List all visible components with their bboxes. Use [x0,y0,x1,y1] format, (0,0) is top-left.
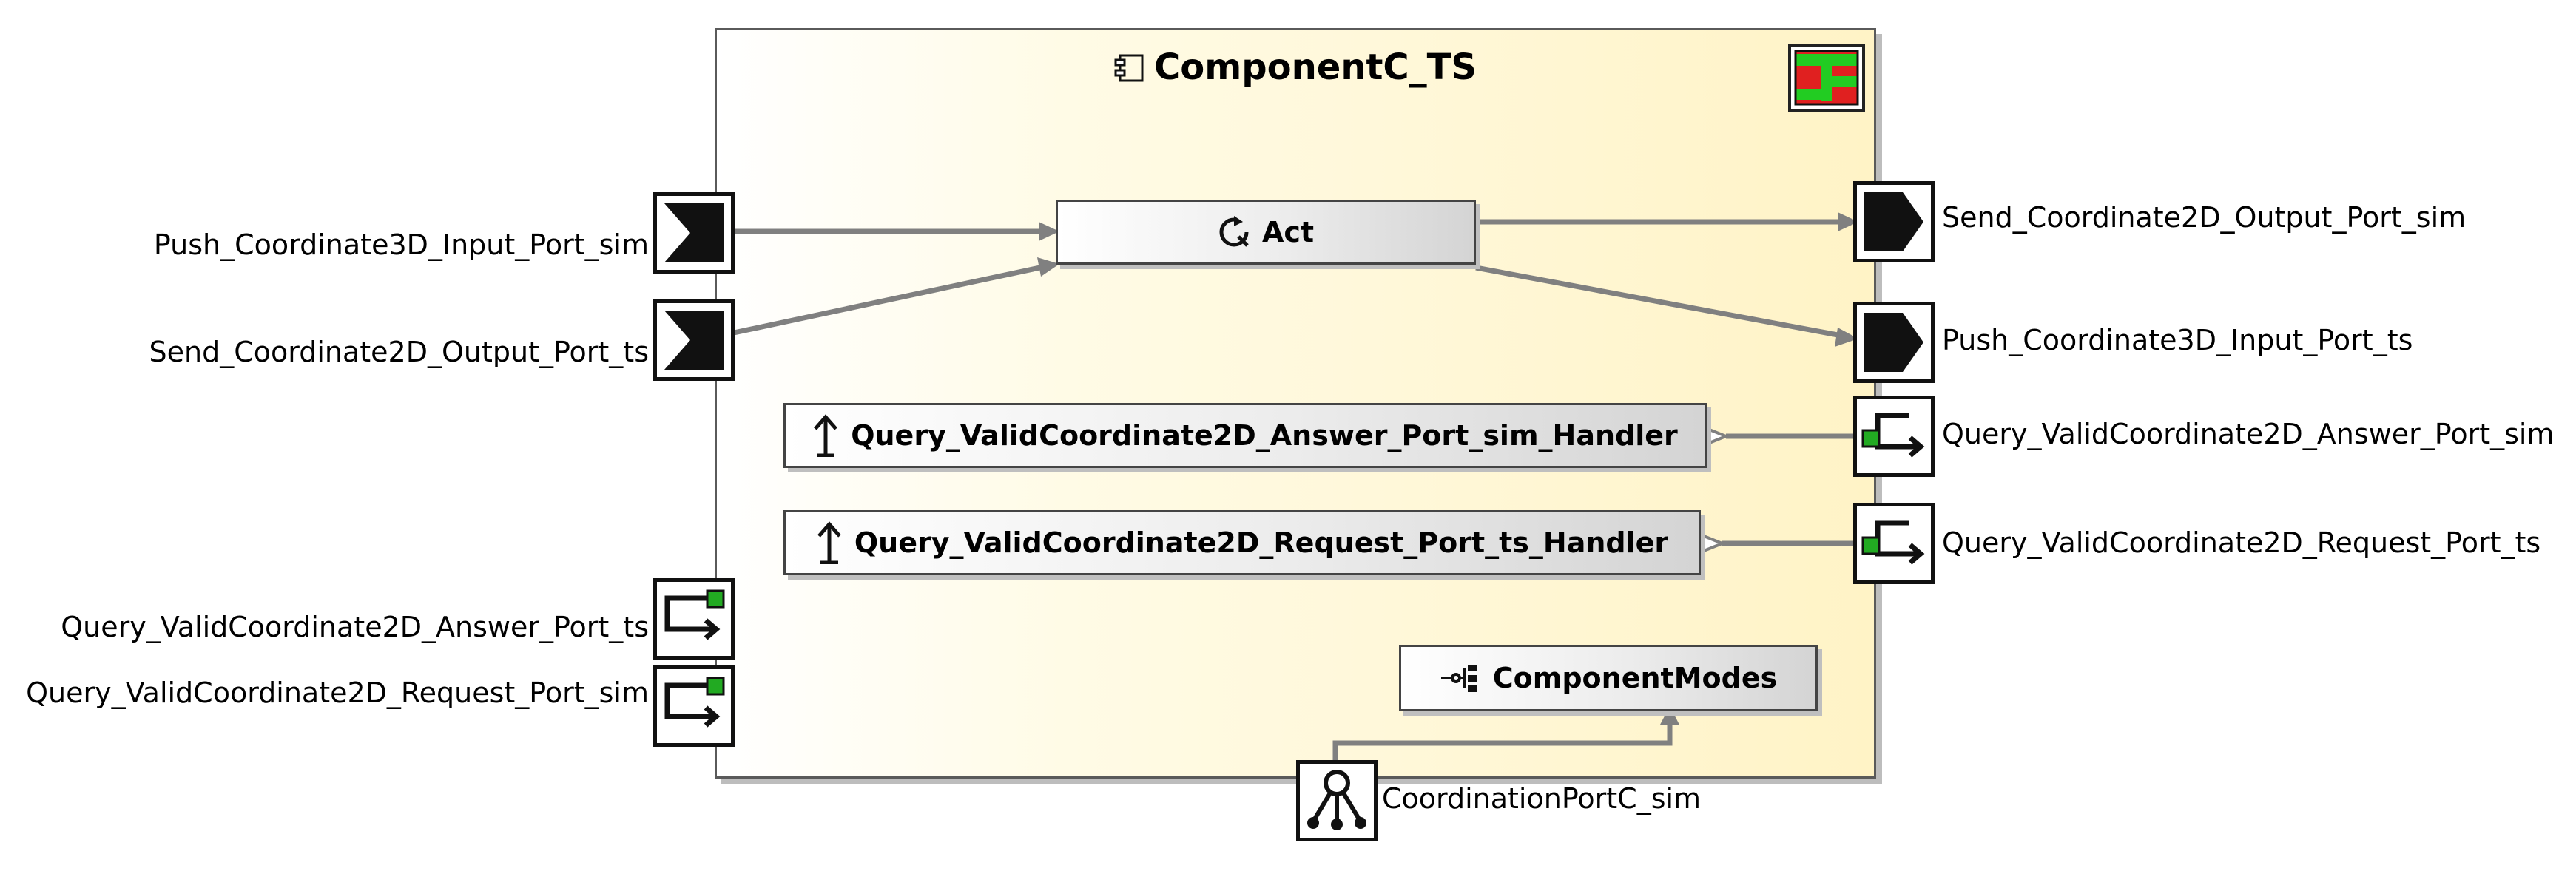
component-title: ComponentC_TS [1154,47,1477,88]
component-modes-label: ComponentModes [1492,662,1778,694]
port-push3d-input-sim[interactable] [653,192,735,274]
port-answer-ts[interactable] [653,578,735,660]
port-request-ts[interactable] [1853,503,1935,584]
query-port-icon [1861,520,1925,565]
port-label: Query_ValidCoordinate2D_Answer_Port_sim [1942,418,2555,450]
component-title-row: ComponentC_TS [717,47,1874,88]
output-port-icon [1864,192,1923,251]
loop-icon [1218,216,1250,248]
state-machine-icon [1440,663,1481,693]
component-modes-block[interactable]: ComponentModes [1399,645,1818,711]
port-label: Push_Coordinate3D_Input_Port_ts [1942,324,2413,356]
port-label: Query_ValidCoordinate2D_Request_Port_sim [26,677,649,709]
port-answer-sim[interactable] [1853,396,1935,477]
port-label: Send_Coordinate2D_Output_Port_ts [149,336,649,368]
output-port-icon [1864,313,1923,372]
port-send2d-output-sim[interactable] [1853,181,1935,262]
component-icon [1114,50,1144,82]
act-label: Act [1261,216,1315,248]
coordination-port-icon [1307,770,1366,830]
test-system-icon [1788,44,1865,112]
port-push3d-input-ts[interactable] [1853,302,1935,383]
query-port-icon [664,589,725,640]
port-request-sim[interactable] [653,665,735,747]
input-port-icon [664,311,724,370]
port-label: CoordinationPortC_sim [1382,782,1702,815]
request-ts-handler-block[interactable]: Query_ValidCoordinate2D_Request_Port_ts_… [783,510,1701,575]
answer-sim-handler-block[interactable]: Query_ValidCoordinate2D_Answer_Port_sim_… [783,403,1707,468]
port-label: Send_Coordinate2D_Output_Port_sim [1942,201,2467,234]
query-port-icon [1861,413,1925,458]
query-port-icon [664,677,725,728]
up-arrow-icon [812,414,839,457]
port-label: Push_Coordinate3D_Input_Port_sim [153,228,649,261]
port-coordination[interactable] [1296,760,1378,841]
port-label: Query_ValidCoordinate2D_Answer_Port_ts [61,611,649,643]
port-label: Query_ValidCoordinate2D_Request_Port_ts [1942,526,2541,559]
answer-sim-handler-label: Query_ValidCoordinate2D_Answer_Port_sim_… [851,419,1678,452]
request-ts-handler-label: Query_ValidCoordinate2D_Request_Port_ts_… [854,526,1669,559]
port-send2d-output-ts[interactable] [653,299,735,381]
up-arrow-icon [816,521,843,564]
act-block[interactable]: Act [1056,200,1476,265]
input-port-icon [664,203,724,262]
